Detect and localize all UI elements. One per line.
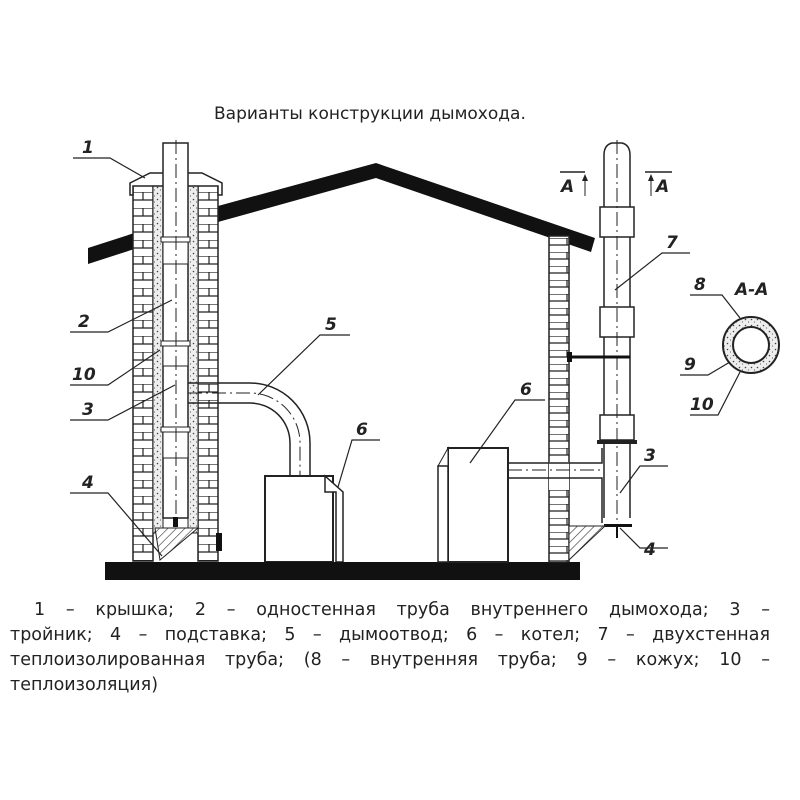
cross-section-aa: A-A	[722, 280, 780, 374]
boiler-left	[264, 474, 344, 563]
legend-line-2: тройник; 4 – подставка; 5 – дымоотвод; 6…	[10, 625, 770, 645]
svg-text:A: A	[559, 177, 574, 197]
svg-text:A-A: A-A	[733, 280, 768, 300]
section-markers: A A	[559, 171, 672, 197]
label-3: 3	[82, 400, 94, 420]
callout-lines	[70, 157, 741, 557]
callout-labels: 1 2 10 3 4 5 6 6 7 8 9 10 3 4	[72, 138, 714, 560]
label-5: 5	[325, 315, 337, 335]
label-4b: 4	[643, 540, 656, 560]
svg-text:A: A	[654, 177, 669, 197]
outdoor-pipe	[567, 140, 637, 562]
left-chimney	[129, 140, 223, 562]
diagram-title: Варианты конструкции дымохода.	[214, 104, 526, 124]
label-4: 4	[81, 473, 94, 493]
ground-slab	[105, 562, 580, 580]
right-wall	[548, 235, 570, 563]
legend: 1 – крышка; 2 – одностенная труба внутре…	[10, 598, 770, 698]
label-10b: 10	[690, 395, 714, 415]
label-7: 7	[666, 233, 678, 253]
legend-line-3: теплоизолированная труба; (8 – внутрення…	[10, 650, 770, 670]
label-10: 10	[72, 365, 96, 385]
label-2: 2	[78, 312, 90, 332]
label-1: 1	[82, 138, 94, 158]
legend-line-4: теплоизоляция)	[10, 675, 159, 695]
label-9: 9	[684, 355, 696, 375]
label-8: 8	[694, 275, 706, 295]
label-3b: 3	[644, 446, 656, 466]
label-6a: 6	[356, 420, 368, 440]
flue-pipe	[188, 382, 311, 476]
legend-line-1: 1 – крышка; 2 – одностенная труба внутре…	[34, 600, 770, 620]
label-6b: 6	[520, 380, 532, 400]
chimney-diagram: A A A-A 1 2 10 3 4 5 6 6	[70, 138, 780, 580]
boiler-right	[437, 446, 610, 563]
